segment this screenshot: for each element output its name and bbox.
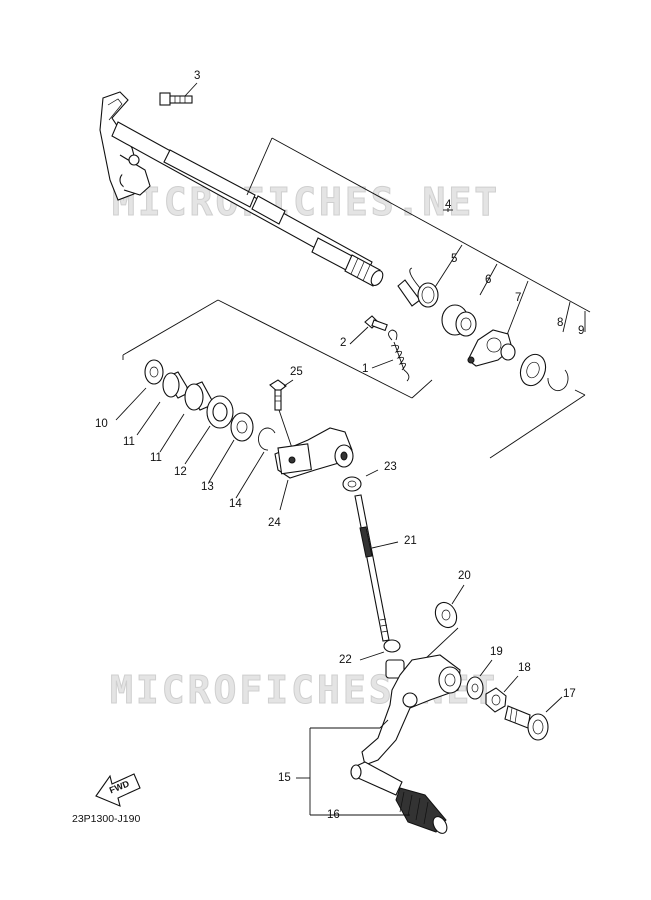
callout-25: 25 xyxy=(290,366,303,378)
callout-10: 10 xyxy=(95,418,108,430)
part-17-bolt xyxy=(504,696,563,741)
callout-12: 12 xyxy=(174,466,187,478)
part-24-shift-arm xyxy=(274,427,354,511)
callout-17: 17 xyxy=(563,688,576,700)
callout-21: 21 xyxy=(404,535,417,547)
callout-14: 14 xyxy=(229,498,242,510)
callout-11b: 11 xyxy=(150,452,162,464)
callout-19: 19 xyxy=(490,646,503,658)
part-20-washer xyxy=(423,584,465,661)
callout-11a: 11 xyxy=(123,436,135,448)
group-bracket-lower xyxy=(122,299,586,459)
part-3-bolt xyxy=(159,82,198,106)
part-14-circlip xyxy=(235,427,276,499)
callout-15: 15 xyxy=(278,772,291,784)
part-15-shift-pedal xyxy=(350,654,462,796)
part-22-nut xyxy=(359,639,401,661)
callout-23: 23 xyxy=(384,461,397,473)
part-2-bolt xyxy=(349,315,388,345)
part-11-bearing-a xyxy=(136,371,191,436)
bracket-15-16 xyxy=(296,719,410,816)
callout-5: 5 xyxy=(451,253,458,265)
part-19-washer xyxy=(466,659,493,700)
callout-22: 22 xyxy=(339,654,352,666)
callout-4: 4 xyxy=(445,199,452,211)
callout-8: 8 xyxy=(557,317,564,329)
part-9-circlip xyxy=(547,369,569,392)
callout-20: 20 xyxy=(458,570,471,582)
fwd-arrow-icon xyxy=(95,773,141,807)
part-4-shift-shaft xyxy=(99,91,384,287)
drawing-code: 23P1300-J190 xyxy=(72,813,141,825)
part-18-nut xyxy=(485,675,519,713)
callout-7: 7 xyxy=(515,292,522,304)
part-21-shift-rod xyxy=(354,494,399,642)
callout-9: 9 xyxy=(578,325,585,337)
part-23-nut xyxy=(342,469,379,492)
part-12-bearing xyxy=(184,395,234,465)
callout-13: 13 xyxy=(201,481,214,493)
part-1-spring xyxy=(371,329,410,382)
part-6-collar xyxy=(441,304,477,337)
watermark-top: MICROFICHES.NET xyxy=(111,180,501,225)
callout-18: 18 xyxy=(518,662,531,674)
part-16-pedal-rubber xyxy=(395,787,448,834)
callout-3: 3 xyxy=(194,70,201,82)
part-5-return-spring xyxy=(397,267,439,308)
callout-1: 1 xyxy=(362,363,369,375)
callout-24: 24 xyxy=(268,517,281,529)
callout-16: 16 xyxy=(327,809,340,821)
part-25-bolt xyxy=(269,379,294,449)
part-7-shift-lever xyxy=(467,329,516,367)
part-10-washer xyxy=(115,359,164,421)
callout-6: 6 xyxy=(485,274,492,286)
callout-2: 2 xyxy=(340,337,347,349)
part-13-seal xyxy=(208,412,254,483)
part-8-washer xyxy=(519,353,547,387)
